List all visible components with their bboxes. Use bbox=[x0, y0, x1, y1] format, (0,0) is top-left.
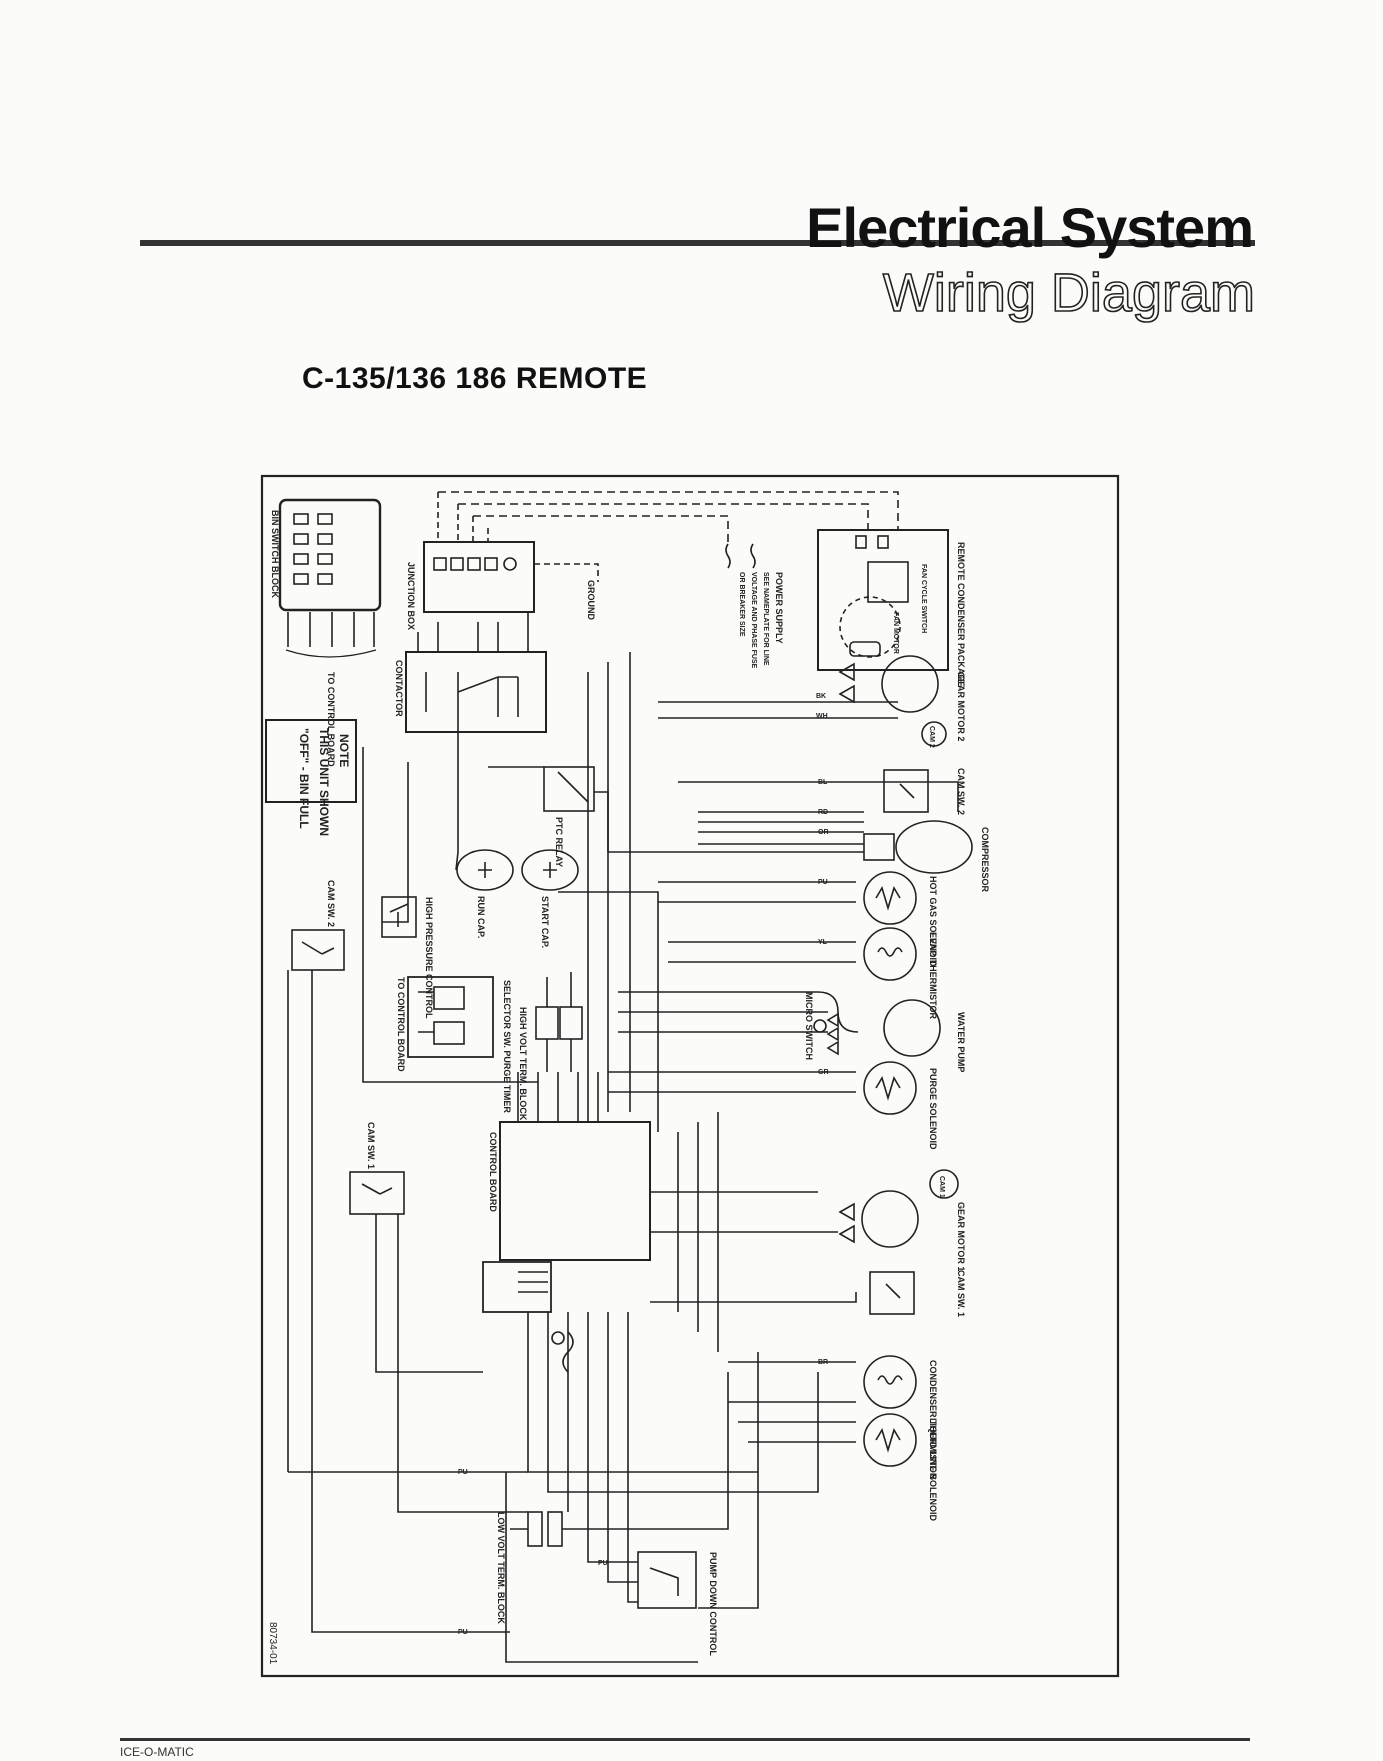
wire-label: PU bbox=[458, 1469, 468, 1476]
note-line-2: THIS UNIT SHOWN bbox=[317, 728, 331, 836]
bin-switch-contacts bbox=[293, 513, 333, 585]
footer-rule bbox=[120, 1738, 1250, 1741]
fan-motor-label: FAN MOTOR bbox=[892, 612, 899, 654]
note-line-1: NOTE bbox=[337, 734, 351, 767]
high-pressure-control-label: HIGH PRESSURE CONTROL bbox=[424, 897, 434, 1019]
diagram-border bbox=[260, 474, 1120, 1678]
page-title: Electrical System bbox=[806, 196, 1254, 259]
note-line-3: "OFF" - BIN FULL bbox=[297, 728, 311, 829]
pump-down-control-label: PUMP DOWN CONTROL bbox=[708, 1552, 718, 1656]
wiring-diagram: BIN SWITCH BLOCK TO CONTROL BOARD JUNCTI… bbox=[258, 472, 1122, 1680]
cam-2-label: CAM 2 bbox=[928, 726, 935, 748]
hot-gas-solenoid-label: HOT GAS SOLENOID bbox=[928, 876, 938, 967]
wire-label: BK bbox=[816, 693, 826, 700]
junction-box-label: JUNCTION BOX bbox=[406, 562, 416, 630]
control-board-label: CONTROL BOARD bbox=[488, 1132, 498, 1212]
wire-label: PU bbox=[458, 1629, 468, 1636]
fan-cycle-switch-label: FAN CYCLE SWITCH bbox=[920, 564, 927, 633]
bin-switch-block-label: BIN SWITCH BLOCK bbox=[270, 510, 280, 598]
power-supply-note-3: OR BREAKER SIZE bbox=[738, 572, 745, 637]
high-volt-terminal-label: HIGH VOLT TERM. BLOCK bbox=[518, 1007, 528, 1121]
power-supply-note-1: SEE NAMEPLATE FOR LINE bbox=[762, 572, 769, 666]
low-volt-terminal-label: LOW VOLT TERM. BLOCK bbox=[496, 1512, 506, 1624]
cam-switch-1-left-label: CAM SW. 1 bbox=[366, 1122, 376, 1169]
micro-switch-label: MICRO SWITCH bbox=[804, 992, 814, 1060]
bin-switch-block-outline bbox=[278, 498, 382, 612]
gear-motor-1-label: GEAR MOTOR 1 bbox=[956, 1202, 966, 1271]
wire-label: WH bbox=[816, 713, 828, 720]
power-supply-label: POWER SUPPLY bbox=[774, 572, 784, 644]
wire-label: PU bbox=[598, 1560, 608, 1567]
water-pump-label: WATER PUMP bbox=[956, 1012, 966, 1072]
model-label: C-135/136 186 REMOTE bbox=[302, 362, 648, 395]
cam-1-label: CAM 1 bbox=[938, 1176, 945, 1198]
wiring-diagram-svg: BIN SWITCH BLOCK TO CONTROL BOARD JUNCTI… bbox=[260, 474, 1120, 1678]
ground-label: GROUND bbox=[586, 580, 596, 620]
evap-thermistor-label: EVAP. THERMISTOR bbox=[928, 932, 938, 1020]
wire-label: YL bbox=[818, 939, 828, 946]
purge-solenoid-label: PURGE SOLENOID bbox=[928, 1068, 938, 1150]
to-control-board-label: TO CONTROL BOARD bbox=[326, 672, 336, 767]
cam-switch-2-right-label: CAM SW. 2 bbox=[956, 768, 966, 815]
cam-switch-1-right-label: CAM SW. 1 bbox=[956, 1270, 966, 1317]
wire-label: OR bbox=[818, 829, 829, 836]
remote-condenser-label: REMOTE CONDENSER PACKAGE bbox=[956, 542, 966, 687]
wire-label: PU bbox=[818, 879, 828, 886]
drawing-number: 80734-01 bbox=[267, 1622, 278, 1665]
run-cap-label: RUN CAP. bbox=[476, 896, 486, 938]
selector-switch-label: SELECTOR SW. PURGE TIMER bbox=[502, 980, 512, 1113]
condenser-thermistor-label: CONDENSER THERMISTOR bbox=[928, 1360, 938, 1480]
liquid-line-solenoid-label: LIQUID LINE SOLENOID bbox=[928, 1418, 938, 1522]
wire-label: GR bbox=[818, 1069, 829, 1076]
wire-label: BR bbox=[818, 1359, 828, 1366]
footer-text: ICE-O-MATIC bbox=[120, 1745, 194, 1759]
start-cap-label: START CAP. bbox=[540, 896, 550, 948]
header-rule bbox=[140, 240, 1255, 246]
cam-switch-2-left-label: CAM SW. 2 bbox=[326, 880, 336, 927]
page-subtitle: Wiring Diagram bbox=[882, 262, 1256, 324]
gear-motor-2-label: GEAR MOTOR 2 bbox=[956, 672, 966, 741]
to-control-board-label-2: TO CONTROL BOARD bbox=[396, 977, 406, 1072]
power-supply-note-2: VOLTAGE AND PHASE FUSE bbox=[750, 572, 757, 669]
wire-label: BL bbox=[818, 779, 828, 786]
ptc-relay-label: PTC RELAY bbox=[554, 817, 564, 867]
compressor-label: COMPRESSOR bbox=[980, 827, 990, 893]
wire-label: RD bbox=[818, 809, 828, 816]
contactor-label: CONTACTOR bbox=[394, 660, 404, 717]
